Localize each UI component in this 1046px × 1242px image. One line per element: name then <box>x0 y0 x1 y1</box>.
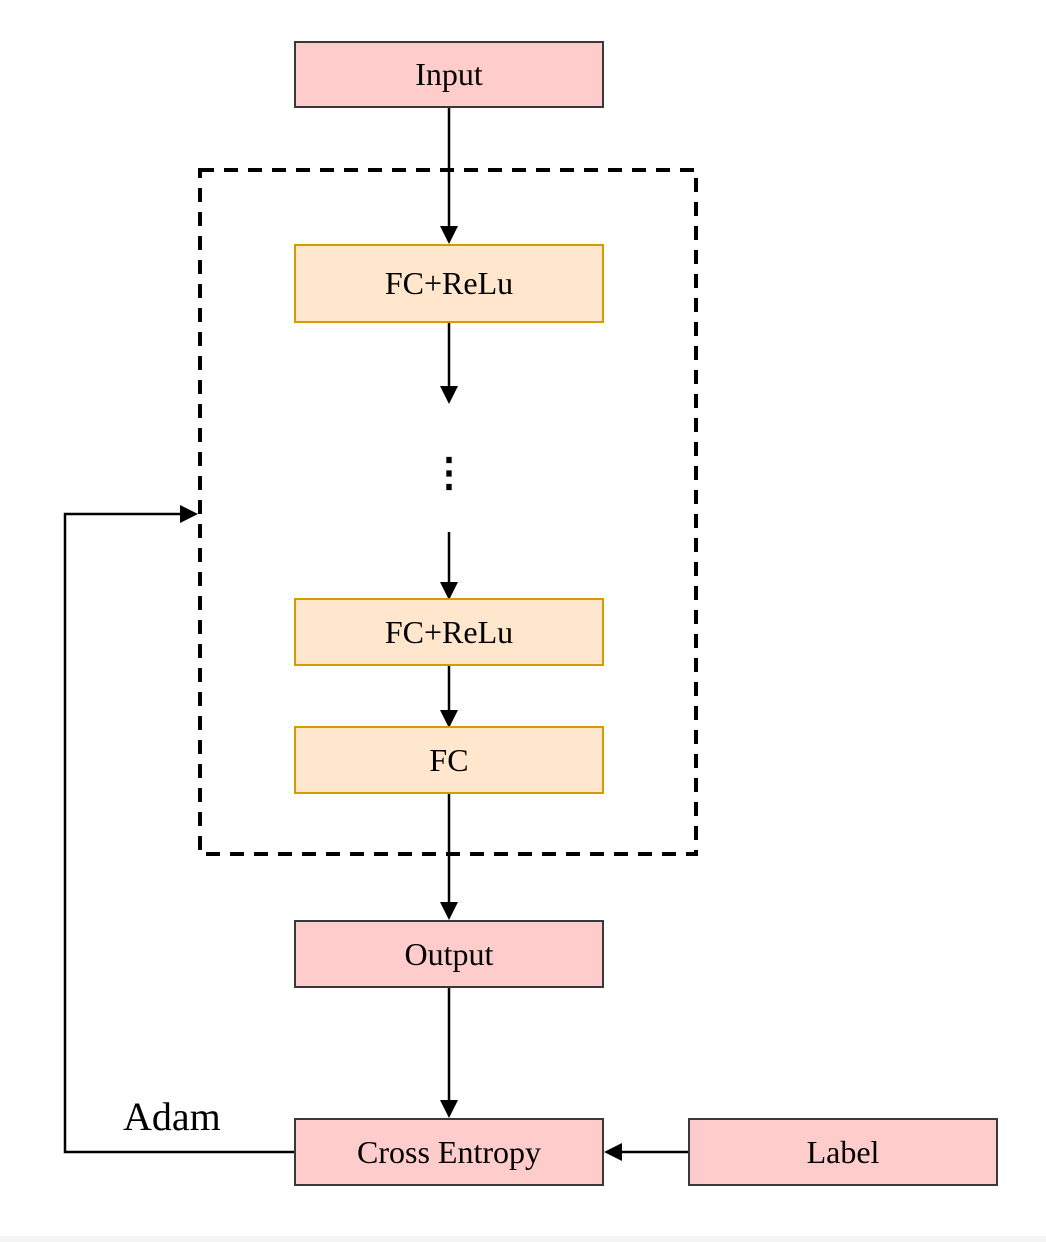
ellipsis-node: ⋮ <box>399 440 499 504</box>
output-node: Output <box>294 920 604 988</box>
label-node: Label <box>688 1118 998 1186</box>
fc-relu-node-2: FC+ReLu <box>294 598 604 666</box>
arrowhead-icon <box>440 902 458 920</box>
cross-entropy-node-label: Cross Entropy <box>357 1133 541 1170</box>
arrowhead-icon <box>440 386 458 404</box>
arrowhead-icon <box>440 226 458 244</box>
ellipsis-node-label: ⋮ <box>429 449 469 495</box>
cross-entropy-node: Cross Entropy <box>294 1118 604 1186</box>
input-node-label: Input <box>415 56 483 92</box>
fc-relu-node-2-label: FC+ReLu <box>384 613 514 650</box>
arrowhead-icon <box>440 1100 458 1118</box>
fc-relu-node-1: FC+ReLu <box>294 244 604 323</box>
adam-edge-label: Adam <box>123 1094 221 1139</box>
edge-feedback-adam <box>63 512 294 1154</box>
fc-relu-node-1-label: FC+ReLu <box>384 265 514 301</box>
bottom-strip <box>0 1236 1046 1242</box>
label-node-label: Label <box>806 1133 880 1170</box>
arrowhead-icon <box>180 505 198 523</box>
output-node-label: Output <box>404 935 494 972</box>
arrowhead-icon <box>440 582 458 600</box>
arrowhead-icon <box>440 710 458 728</box>
fc-node-label: FC <box>429 741 469 778</box>
input-node: Input <box>294 41 604 108</box>
arrowhead-icon <box>604 1143 622 1161</box>
fc-node: FC <box>294 726 604 794</box>
